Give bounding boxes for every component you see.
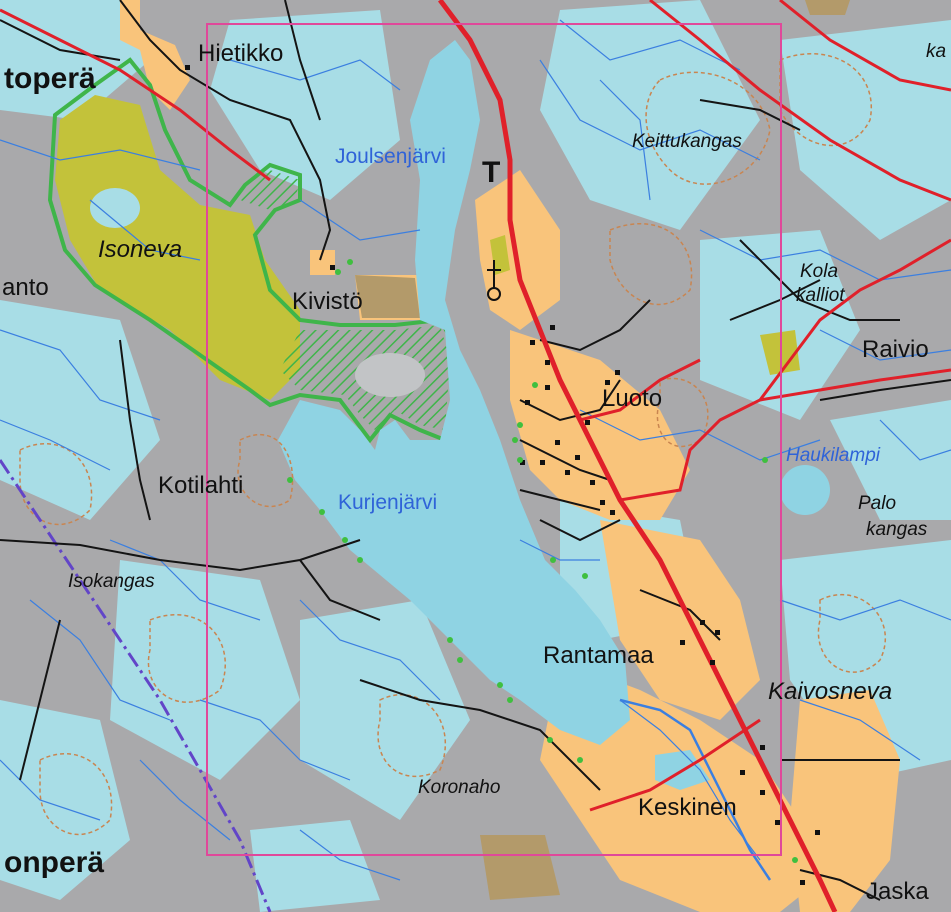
label-kola: Kola bbox=[800, 261, 839, 282]
municipal-boundary bbox=[0, 459, 272, 912]
label-koronaho: Koronaho bbox=[418, 777, 501, 798]
stream-network bbox=[0, 19, 951, 881]
label-ka: ka bbox=[926, 41, 947, 62]
label-isokangas: Isokangas bbox=[68, 571, 155, 592]
label-luoto: Luoto bbox=[602, 385, 663, 412]
label-tower-symbol: T bbox=[482, 156, 501, 189]
island bbox=[355, 353, 425, 397]
label-keskinen: Keskinen bbox=[638, 794, 737, 821]
main-stream bbox=[619, 698, 772, 881]
label-kangas: kangas bbox=[866, 519, 928, 540]
label-kivisto: Kivistö bbox=[292, 288, 363, 315]
label-kotilahti: Kotilahti bbox=[158, 472, 244, 499]
label-rantamaa: Rantamaa bbox=[543, 642, 654, 669]
pond-haukilampi bbox=[780, 465, 830, 515]
label-haukilampi: Haukilampi bbox=[786, 445, 880, 466]
label-toepera: toperä bbox=[4, 62, 96, 95]
label-hietikko: Hietikko bbox=[198, 40, 284, 67]
mire-clearing bbox=[90, 188, 140, 228]
label-kalliot: kalliot bbox=[796, 285, 845, 306]
shoreline-dots bbox=[287, 259, 798, 863]
field-patches bbox=[355, 0, 850, 900]
lake-kurjenjarvi bbox=[278, 40, 630, 745]
study-area-frame bbox=[206, 23, 782, 856]
label-raivio: Raivio bbox=[862, 336, 929, 363]
label-jaska: Jaska bbox=[866, 878, 929, 905]
label-keittukangas: Keittukangas bbox=[632, 131, 742, 152]
buildings bbox=[185, 65, 820, 885]
label-kaivosneva: Kaivosneva bbox=[768, 678, 893, 705]
label-anto: anto bbox=[2, 274, 49, 301]
label-kurjenjarvi: Kurjenjärvi bbox=[338, 491, 438, 514]
contour-lines bbox=[19, 53, 886, 836]
tower-symbol-group bbox=[487, 235, 510, 301]
label-joulsenjarvi: Joulsenjärvi bbox=[335, 145, 446, 168]
label-isoneva: Isoneva bbox=[98, 236, 183, 263]
label-onpera: onperä bbox=[4, 846, 105, 879]
label-palo: Palo bbox=[858, 493, 897, 514]
